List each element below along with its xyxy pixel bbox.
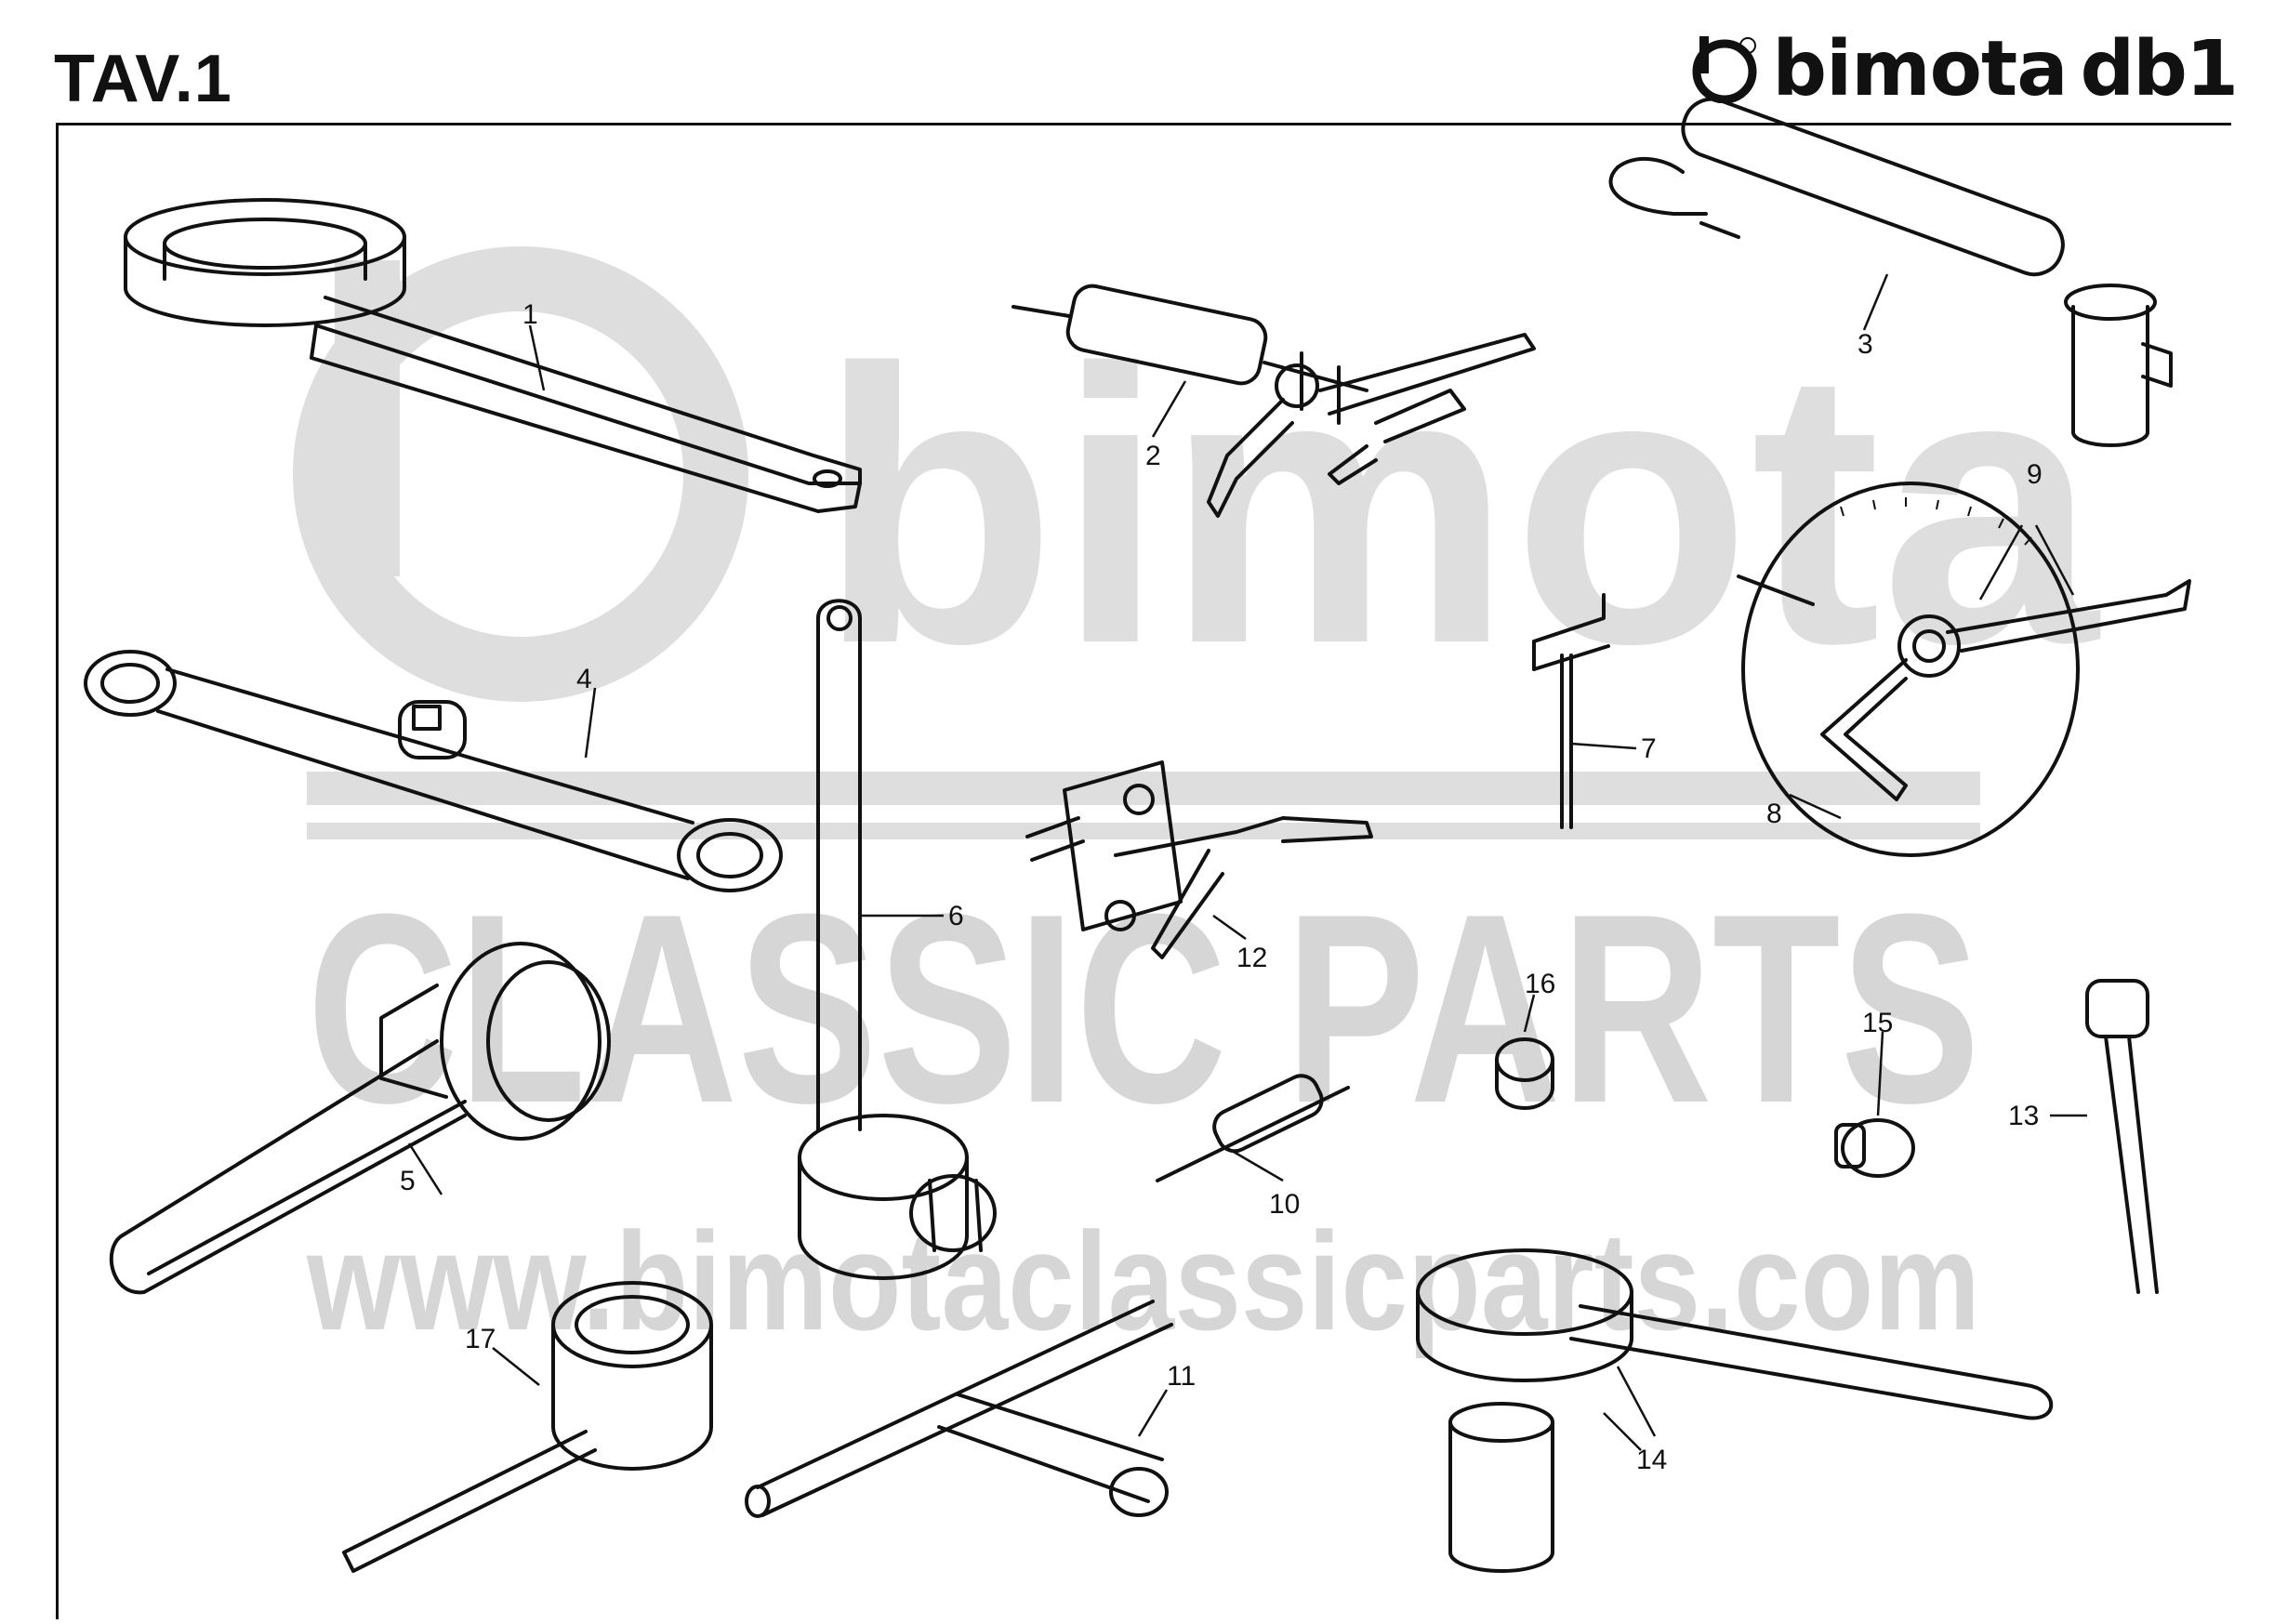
drawing-frame bbox=[56, 123, 2231, 1619]
callout-10: 10 bbox=[1269, 1189, 1300, 1220]
tool-12-plate-puller bbox=[1025, 760, 1373, 959]
tool-13-long-pin bbox=[2085, 979, 2159, 1294]
tool-5-castellated-wrench bbox=[109, 942, 611, 1295]
watermark-rule-top bbox=[307, 772, 1980, 805]
tool-3-pin-extractor bbox=[1608, 97, 2173, 447]
callout-15: 15 bbox=[1862, 1008, 1893, 1038]
callout-9: 9 bbox=[2027, 459, 2043, 490]
tool-4-double-spanner bbox=[84, 650, 783, 892]
tool-17-box-spanner bbox=[342, 1281, 713, 1573]
tool-6-pin-wrench bbox=[798, 599, 997, 1280]
callout-1: 1 bbox=[522, 299, 538, 330]
callout-17: 17 bbox=[465, 1324, 496, 1354]
degree-wheel-scale bbox=[1840, 497, 2032, 546]
watermark-logo-icon bbox=[293, 246, 748, 702]
watermark-url: www.bimotaclassicparts.com bbox=[306, 1203, 1980, 1359]
callout-4: 4 bbox=[576, 664, 592, 694]
tool-7-z-pin bbox=[1532, 593, 1610, 829]
callout-16: 16 bbox=[1525, 969, 1555, 999]
tool-1-ring-wrench bbox=[124, 198, 862, 513]
callout-7: 7 bbox=[1641, 733, 1657, 764]
watermark-tagline: CLASSIC PARTS bbox=[307, 858, 1980, 1159]
callout-6: 6 bbox=[948, 901, 964, 931]
watermark: bimota CLASSIC PARTS www.bimotaclassicpa… bbox=[293, 246, 2100, 1359]
page-title: TAV.1 bbox=[54, 42, 232, 116]
brand-logo: bimota db1 bbox=[1690, 25, 2239, 113]
callout-3: 3 bbox=[1858, 329, 1873, 360]
callout-2: 2 bbox=[1145, 441, 1161, 471]
callout-labels: 1 2 3 4 5 6 7 8 9 10 11 12 13 14 15 16 1… bbox=[400, 299, 2043, 1475]
brand-name: bimota bbox=[1772, 24, 2068, 113]
callout-12: 12 bbox=[1236, 943, 1267, 973]
tool-2-puller bbox=[1011, 284, 1536, 518]
tool-8-degree-wheel bbox=[1737, 482, 2191, 857]
tool-14-pin-spanner bbox=[1416, 1248, 2054, 1573]
watermark-logo-word: bimota bbox=[818, 289, 2100, 725]
tool-16-small-cap bbox=[1495, 1037, 1554, 1110]
callout-14: 14 bbox=[1636, 1445, 1667, 1475]
callout-8: 8 bbox=[1766, 799, 1782, 829]
callout-13: 13 bbox=[2008, 1101, 2039, 1131]
tool-15-knurled-cap bbox=[1834, 1118, 1915, 1178]
callout-5: 5 bbox=[400, 1166, 416, 1196]
tool-10-threaded-rod bbox=[1156, 1074, 1350, 1182]
callout-11: 11 bbox=[1167, 1361, 1196, 1392]
brand-model: db1 bbox=[2080, 24, 2239, 113]
leader-lines bbox=[407, 273, 2087, 1451]
tool-11-t-bar bbox=[745, 1300, 1173, 1518]
bimota-mark-icon bbox=[1692, 36, 1757, 103]
